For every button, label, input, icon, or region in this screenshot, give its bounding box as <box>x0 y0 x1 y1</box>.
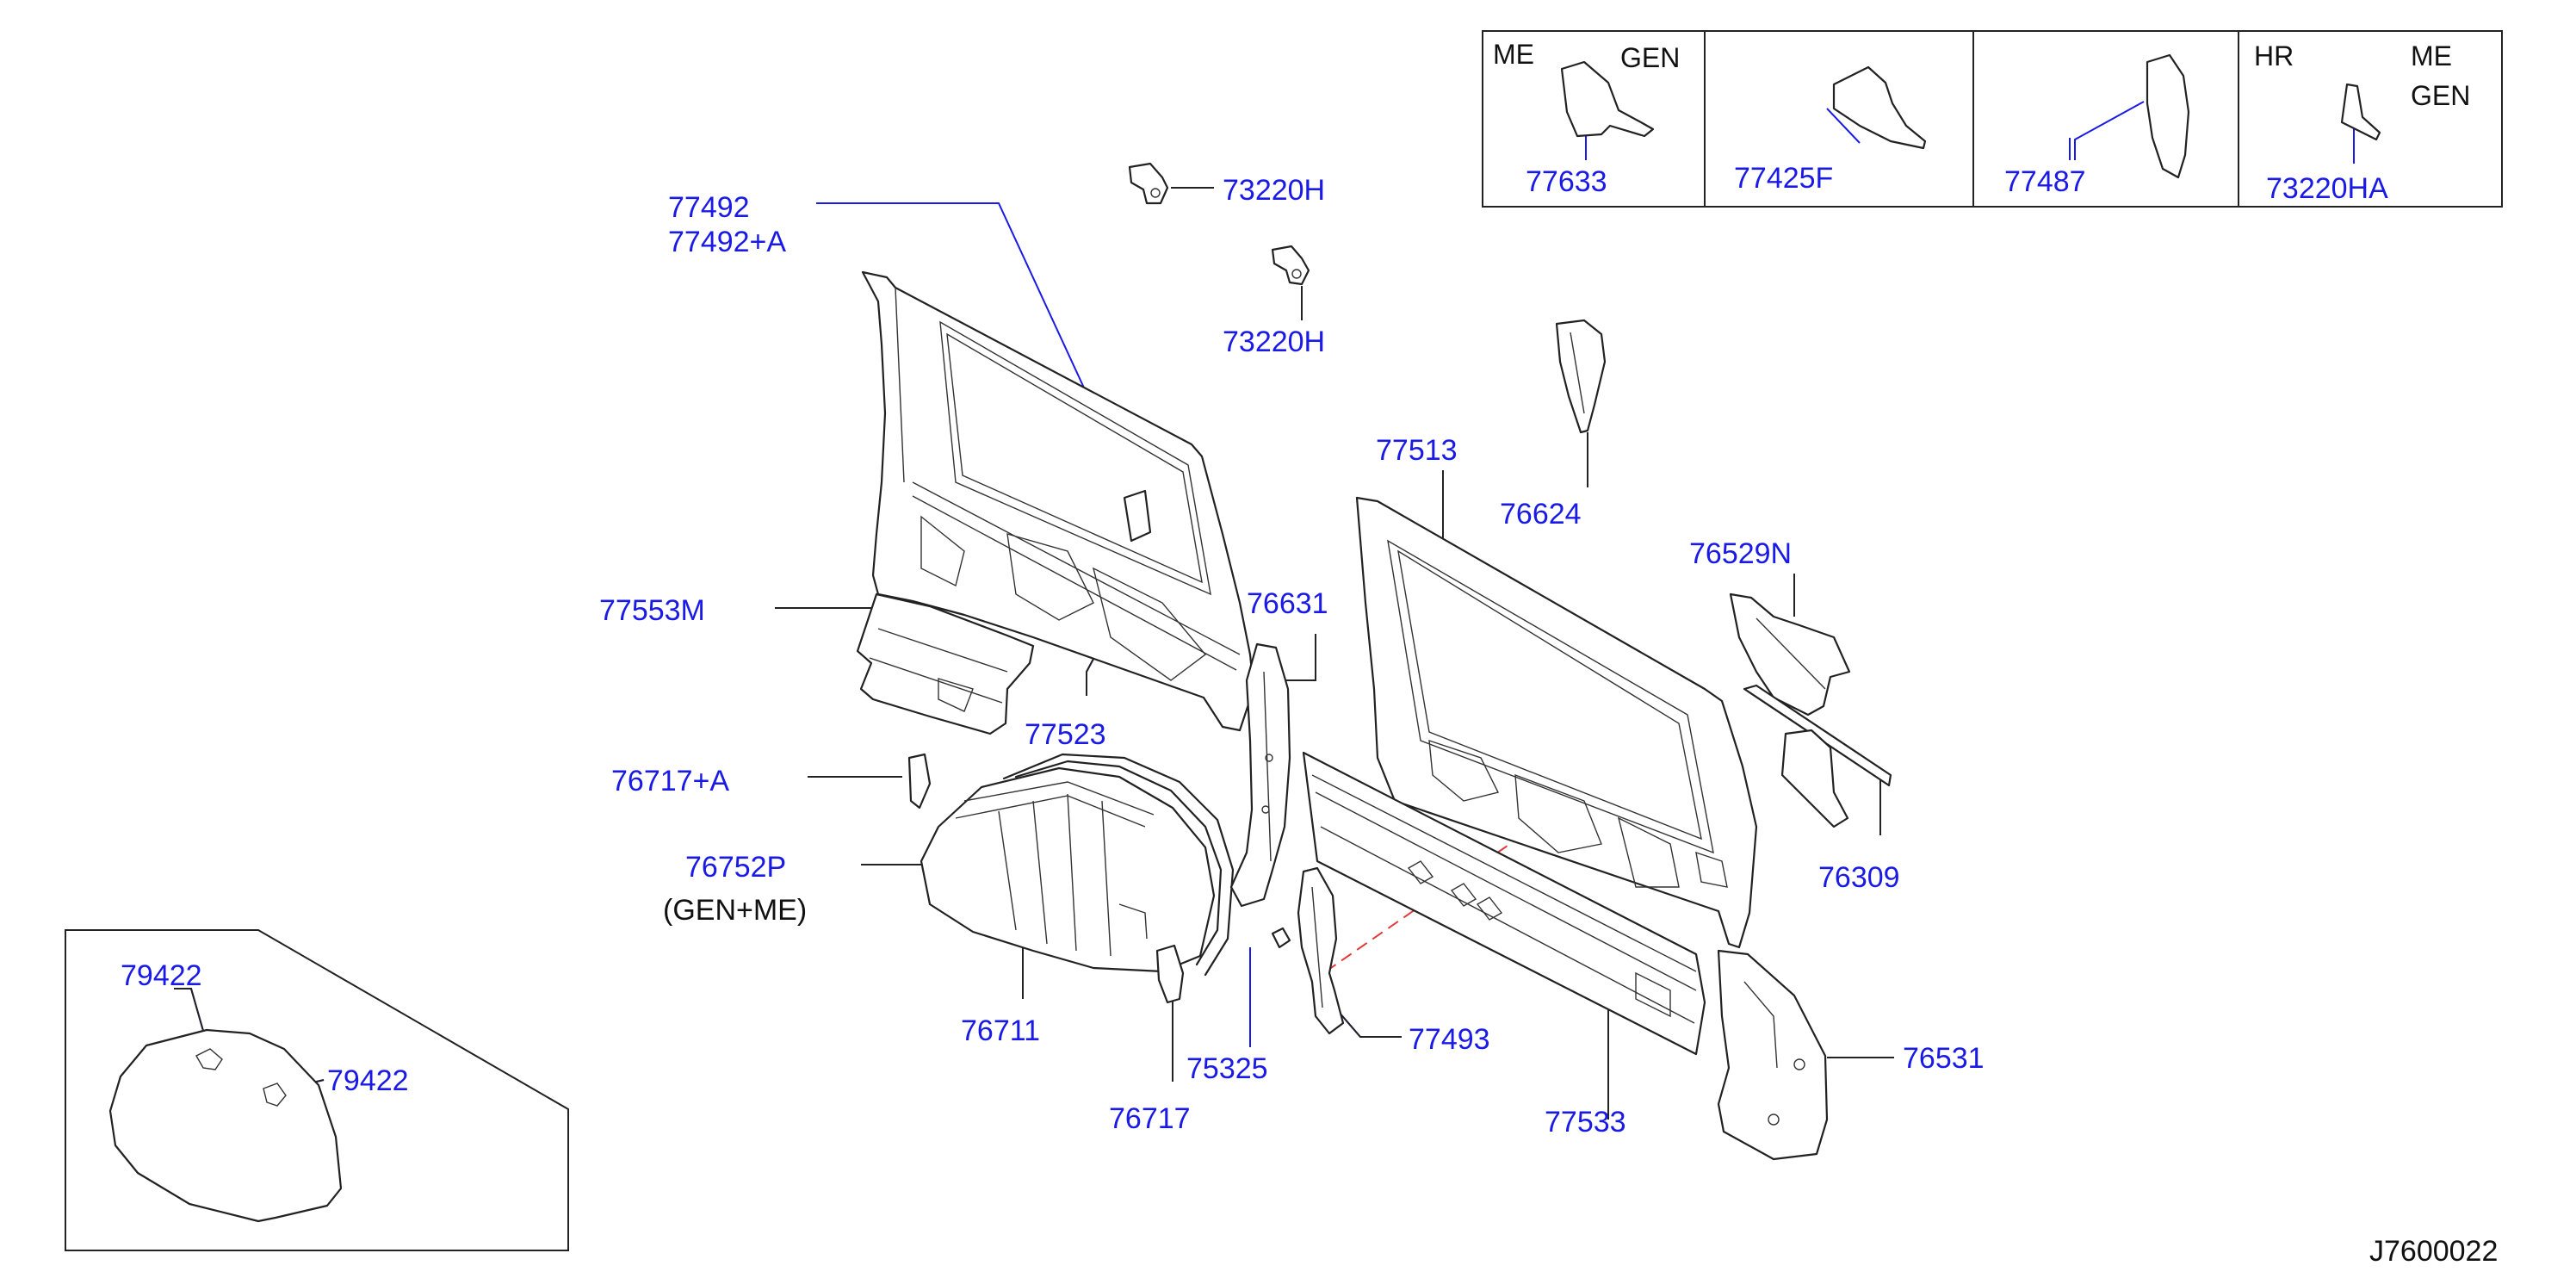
callout-76631: 76631 <box>1247 587 1328 620</box>
lower-panel-77533 <box>1302 751 1706 1056</box>
figure-id: J7600022 <box>2369 1235 2498 1268</box>
bracket-77553m <box>856 592 1035 735</box>
callout-77523: 77523 <box>1025 718 1106 751</box>
callout-76531: 76531 <box>1903 1042 1985 1075</box>
wheel-house-inner-76752p <box>920 766 1216 973</box>
callout-76717a: 76717+A <box>611 765 729 797</box>
callout-77487: 77487 <box>2004 165 2086 198</box>
callout-77493: 77493 <box>1409 1023 1490 1056</box>
callout-73220h-top: 73220H <box>1223 174 1325 207</box>
variant-table <box>1482 30 2503 208</box>
bar-76309 <box>1743 684 1892 828</box>
plate-75325 <box>1271 927 1291 949</box>
clip-73220h-top <box>1128 162 1169 205</box>
callout-76624: 76624 <box>1500 498 1582 530</box>
side-body-upper-panel <box>861 270 1255 732</box>
callout-77553m: 77553M <box>599 594 705 627</box>
note-gen-me: (GEN+ME) <box>663 894 807 927</box>
pillar-76631 <box>1229 642 1291 908</box>
inset-panel <box>65 929 569 1251</box>
callout-77492a: 77492+A <box>668 226 786 258</box>
part-77487-drawing <box>2146 53 2190 179</box>
bracket-76529n <box>1729 592 1851 717</box>
table-label-gen-2: GEN <box>2411 80 2470 111</box>
inner-side-panel-77513 <box>1355 496 1758 949</box>
table-label-me: ME <box>1493 39 1534 70</box>
callout-76529n: 76529N <box>1689 537 1792 570</box>
part-77425f-drawing <box>1832 65 1927 150</box>
bracket-76717 <box>1155 944 1185 1004</box>
part-73220ha-drawing <box>2340 83 2381 141</box>
part-77633-drawing <box>1560 60 1655 138</box>
callout-77492: 77492 <box>668 191 750 224</box>
table-label-me-2: ME <box>2411 40 2452 71</box>
callout-76717: 76717 <box>1109 1102 1191 1135</box>
bracket-76717a <box>907 753 932 810</box>
pillar-76624 <box>1555 319 1607 434</box>
callout-76711: 76711 <box>961 1014 1040 1047</box>
wheel-arch-76711 <box>1002 753 1235 977</box>
clip-73220h-mid <box>1271 245 1310 286</box>
callout-77425f: 77425F <box>1734 162 1833 195</box>
callout-77633: 77633 <box>1526 165 1607 198</box>
callout-76752p: 76752P <box>685 851 786 884</box>
table-label-hr: HR <box>2254 40 2294 71</box>
callout-77513: 77513 <box>1376 434 1458 467</box>
rear-pillar-lower-76531 <box>1717 949 1829 1161</box>
callout-73220ha: 73220HA <box>2266 172 2388 205</box>
table-label-gen: GEN <box>1620 42 1680 73</box>
callout-77533: 77533 <box>1545 1106 1626 1138</box>
bracket-77493 <box>1297 866 1345 1035</box>
callout-79422-b: 79422 <box>327 1064 409 1097</box>
callout-76309: 76309 <box>1818 861 1900 894</box>
callout-79422-a: 79422 <box>121 959 202 992</box>
callout-75325: 75325 <box>1186 1052 1268 1085</box>
callout-73220h-mid: 73220H <box>1223 326 1325 358</box>
